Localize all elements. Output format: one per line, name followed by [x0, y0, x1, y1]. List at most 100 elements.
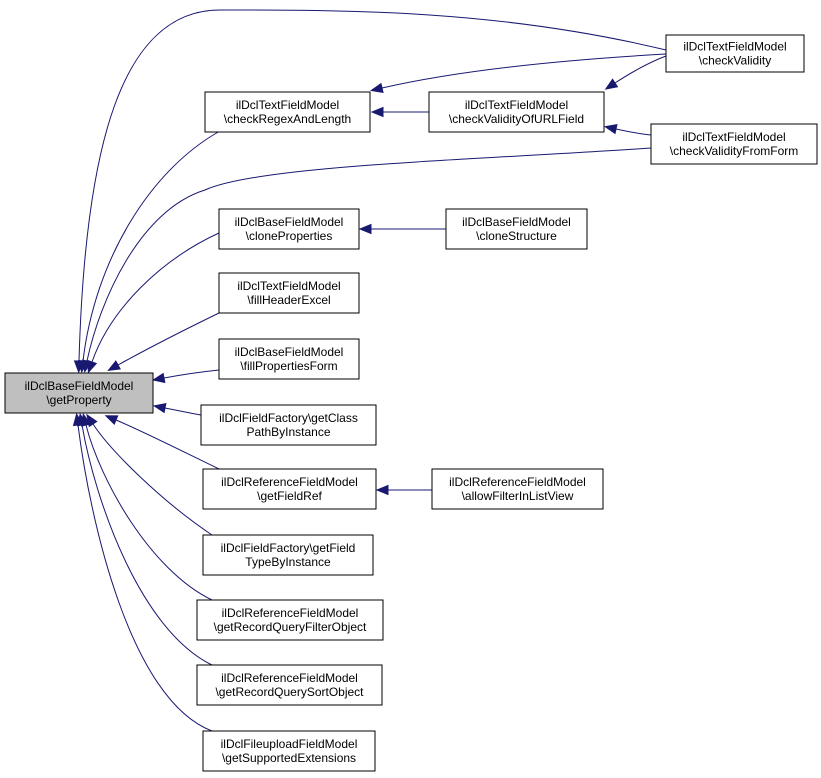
edge-ref-filterobj-to-root: [81, 413, 213, 601]
node-label-line: ilDclBaseFieldModel: [462, 215, 571, 229]
node-label-line: PathByInstance: [246, 425, 330, 439]
nodes-layer: ilDclBaseFieldModel\getPropertyilDclText…: [4, 34, 818, 772]
node-base-fillprops[interactable]: ilDclBaseFieldModel\fillPropertiesForm: [218, 338, 360, 380]
node-label-line: ilDclTextFieldModel: [236, 98, 339, 112]
node-upload-getext[interactable]: ilDclFileuploadFieldModel\getSupportedEx…: [202, 730, 376, 772]
edge-arrowhead: [152, 402, 167, 414]
node-box: [196, 599, 384, 641]
edge-line: [78, 9, 667, 362]
node-label-line: \cloneProperties: [246, 229, 333, 243]
edge-text-checkform-to-text-checkurl: [603, 123, 652, 136]
edges-layer: [72, 9, 667, 732]
node-box: [202, 534, 374, 576]
edge-factory-getfield-to-root: [86, 413, 213, 536]
edge-line: [615, 128, 652, 136]
node-box: [4, 372, 154, 414]
edge-arrowhead: [104, 415, 119, 426]
node-box: [218, 208, 360, 250]
node-label-line: \getProperty: [46, 393, 111, 407]
node-text-checkvalidity[interactable]: ilDclTextFieldModel\checkValidity: [665, 34, 805, 73]
node-box: [218, 272, 360, 314]
edge-line: [381, 53, 667, 89]
edge-arrowhead: [358, 223, 372, 235]
edge-arrowhead: [604, 78, 619, 90]
node-root[interactable]: ilDclBaseFieldModel\getProperty: [4, 372, 154, 414]
node-label-line: ilDclBaseFieldModel: [235, 345, 344, 359]
node-box: [431, 468, 604, 510]
edge-line: [614, 55, 667, 84]
node-base-cloneprops[interactable]: ilDclBaseFieldModel\cloneProperties: [218, 208, 360, 250]
edge-text-checkvalidity-to-text-checkregex: [369, 53, 667, 93]
edge-line: [82, 130, 221, 362]
node-label-line: ilDclBaseFieldModel: [25, 379, 134, 393]
edge-line: [92, 423, 213, 536]
node-base-clonestruct[interactable]: ilDclBaseFieldModel\cloneStructure: [445, 208, 588, 250]
node-text-checkform[interactable]: ilDclTextFieldModel\checkValidityFromFor…: [650, 123, 818, 165]
node-box: [650, 123, 818, 165]
edge-line: [85, 424, 213, 601]
node-box: [196, 664, 383, 706]
node-text-fillheader[interactable]: ilDclTextFieldModel\fillHeaderExcel: [218, 272, 360, 314]
node-label-line: \fillHeaderExcel: [247, 293, 330, 307]
edge-line: [163, 369, 220, 379]
edge-line: [115, 419, 220, 470]
edge-base-cloneprops-to-root: [87, 232, 220, 374]
node-ref-filterobj[interactable]: ilDclReferenceFieldModel\getRecordQueryF…: [196, 599, 384, 641]
node-box: [204, 91, 371, 133]
node-label-line: ilDclReferenceFieldModel: [222, 606, 359, 620]
edge-arrowhead: [107, 360, 121, 371]
edge-text-fillheader-to-root: [107, 312, 220, 371]
edge-line: [117, 312, 220, 366]
node-box: [202, 730, 376, 772]
edge-arrowhead: [369, 82, 384, 93]
edge-text-checkvalidity-to-root: [73, 9, 667, 374]
edge-line: [86, 147, 652, 362]
node-box: [202, 468, 377, 510]
edge-base-fillprops-to-root: [151, 369, 220, 384]
node-box: [200, 404, 377, 446]
node-label-line: \allowFilterInListView: [462, 489, 574, 503]
node-label-line: ilDclTextFieldModel: [682, 130, 785, 144]
node-ref-sortobj[interactable]: ilDclReferenceFieldModel\getRecordQueryS…: [196, 664, 383, 706]
edge-text-checkregex-to-root: [77, 130, 221, 374]
edge-base-clonestruct-to-base-cloneprops: [358, 223, 446, 235]
node-box: [428, 91, 605, 133]
node-label-line: ilDclReferenceFieldModel: [221, 475, 358, 489]
edge-arrowhead: [375, 484, 389, 496]
node-label-line: \checkValidityFromForm: [670, 144, 798, 158]
edge-arrowhead: [370, 106, 384, 118]
edge-line: [81, 424, 213, 666]
node-label-line: \fillPropertiesForm: [240, 359, 337, 373]
node-label-line: \getRecordQueryFilterObject: [214, 620, 367, 634]
node-label-line: \getFieldRef: [257, 489, 322, 503]
node-label-line: ilDclReferenceFieldModel: [449, 475, 586, 489]
node-ref-allowfilter[interactable]: ilDclReferenceFieldModel\allowFilterInLi…: [431, 468, 604, 510]
node-box: [665, 34, 805, 73]
edge-ref-sortobj-to-root: [76, 412, 213, 666]
node-ref-getfieldref[interactable]: ilDclReferenceFieldModel\getFieldRef: [202, 468, 377, 510]
edge-line: [164, 407, 202, 416]
edge-ref-allowfilter-to-ref-getfieldref: [375, 484, 432, 496]
edge-arrowhead: [72, 412, 84, 427]
node-label-line: \cloneStructure: [476, 229, 557, 243]
node-text-checkregex[interactable]: ilDclTextFieldModel\checkRegexAndLength: [204, 91, 371, 133]
node-label-line: ilDclReferenceFieldModel: [221, 671, 358, 685]
node-label-line: ilDclTextFieldModel: [237, 279, 340, 293]
node-label-line: ilDclTextFieldModel: [683, 40, 786, 54]
node-label-line: \getSupportedExtensions: [222, 751, 356, 765]
edge-line: [91, 232, 220, 363]
edge-text-checkvalidity-to-text-checkurl: [604, 55, 667, 90]
edge-upload-getext-to-root: [72, 412, 213, 732]
node-label-line: TypeByInstance: [245, 555, 331, 569]
node-label-line: \checkValidityOfURLField: [449, 112, 584, 126]
node-box: [218, 338, 360, 380]
node-label-line: \checkRegexAndLength: [224, 112, 351, 126]
edge-arrowhead: [87, 359, 98, 374]
node-label-line: ilDclFieldFactory\getField: [221, 541, 356, 555]
node-label-line: ilDclBaseFieldModel: [235, 215, 344, 229]
node-text-checkurl[interactable]: ilDclTextFieldModel\checkValidityOfURLFi…: [428, 91, 605, 133]
node-label-line: ilDclFileuploadFieldModel: [221, 737, 358, 751]
